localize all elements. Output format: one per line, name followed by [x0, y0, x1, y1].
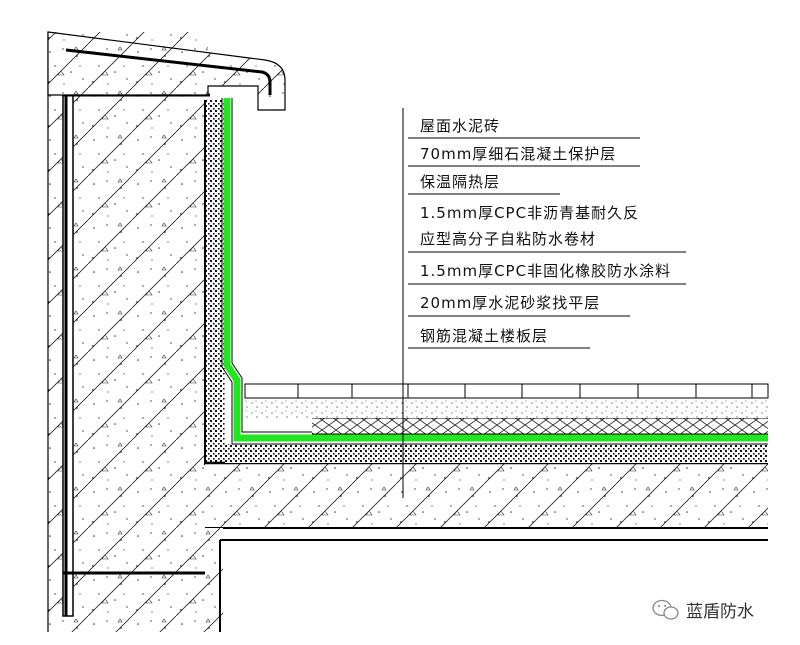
roof-tile-layer: [244, 383, 769, 399]
layer-label-3: 保温隔热层: [420, 173, 500, 191]
layer-label-1: 屋面水泥砖: [420, 117, 500, 135]
parapet-wall: [47, 32, 210, 632]
layer-label-2: 70mm厚细石混凝土保护层: [420, 145, 616, 163]
wall-mortar-layer: [205, 100, 225, 465]
layer-label-6: 20mm厚水泥砂浆找平层: [420, 294, 600, 312]
floor-slab: [205, 461, 768, 632]
layer-label-5: 1.5mm厚CPC非固化橡胶防水涂料: [420, 262, 671, 280]
layer-label-4a: 1.5mm厚CPC非沥青基耐久反: [420, 204, 639, 222]
layer-label-7: 钢筋混凝土楼板层: [420, 327, 548, 345]
layer-label-4b: 应型高分子自粘防水卷材: [420, 230, 596, 248]
leader-line: [402, 108, 686, 498]
screed-layer: [225, 444, 768, 463]
waterproof-membrane: [221, 98, 768, 445]
coping-cap: [47, 31, 286, 111]
wechat-icon: [652, 599, 679, 620]
watermark-text: 蓝盾防水: [686, 602, 754, 622]
insulation-layer: [312, 417, 768, 435]
watermark: 蓝盾防水: [652, 599, 754, 622]
protection-layer: [245, 398, 768, 418]
